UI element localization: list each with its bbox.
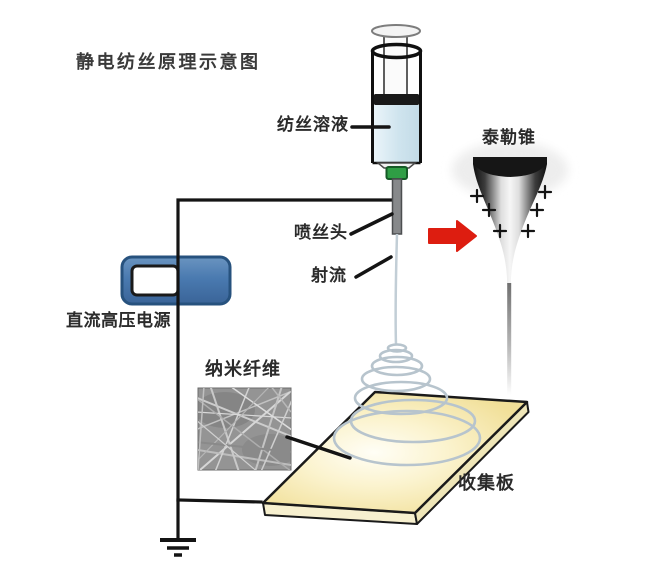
diagram-title: 静电纺丝原理示意图 bbox=[76, 52, 261, 72]
nanofiber-leader-line bbox=[285, 435, 352, 460]
spinneret-needle bbox=[391, 178, 403, 235]
syringe bbox=[370, 24, 423, 235]
label-spinning-solution: 纺丝溶液 bbox=[277, 115, 349, 134]
syringe-plunger-seal bbox=[374, 94, 419, 105]
ground-symbol bbox=[160, 538, 196, 557]
label-jet: 射流 bbox=[311, 266, 347, 285]
syringe-plunger-rod bbox=[383, 32, 408, 97]
positive-charge-symbols bbox=[469, 184, 553, 239]
cone-jet-tail bbox=[507, 283, 512, 395]
taylor-cone-photo bbox=[452, 142, 568, 395]
whipping-spiral bbox=[332, 343, 482, 467]
spinneret-leader-line bbox=[349, 212, 394, 236]
arrow-right-icon bbox=[428, 220, 477, 252]
nanofiber-sem-image bbox=[197, 387, 292, 471]
jet-stream-line bbox=[394, 233, 399, 346]
needle-hub bbox=[385, 166, 408, 180]
label-leader-lines bbox=[285, 125, 394, 460]
spinning-solution-liquid bbox=[374, 105, 419, 163]
jet-leader-line bbox=[354, 255, 393, 279]
label-nanofiber: 纳米纤维 bbox=[205, 359, 281, 379]
label-taylor-cone: 泰勒锥 bbox=[482, 128, 536, 147]
power-indicator-window bbox=[130, 264, 180, 297]
label-spinneret: 喷丝头 bbox=[294, 223, 348, 242]
high-voltage-wires bbox=[176, 198, 394, 542]
label-collector-plate: 收集板 bbox=[458, 473, 515, 493]
power-supply-box bbox=[120, 255, 232, 306]
syringe-plunger-flange bbox=[371, 24, 421, 38]
label-dc-power-supply: 直流高压电源 bbox=[66, 311, 171, 330]
